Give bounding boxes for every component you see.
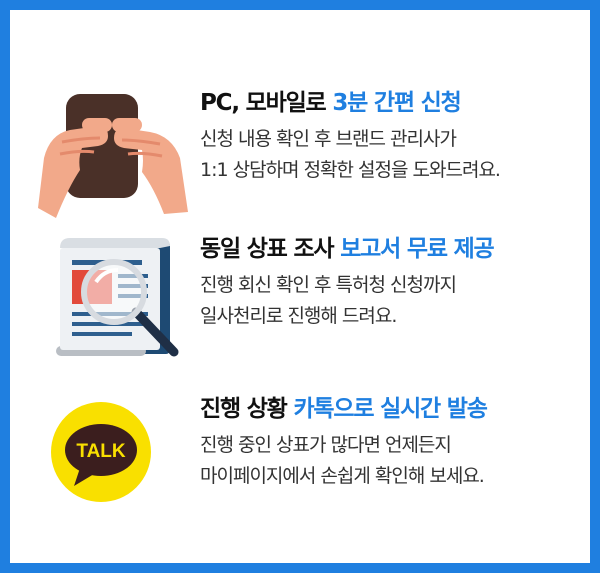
feature-row-mobile-apply: PC, 모바일로 3분 간편 신청 신청 내용 확인 후 브랜드 관리사가 1:… <box>10 88 590 228</box>
feature-title: 동일 상표 조사 보고서 무료 제공 <box>200 234 580 264</box>
description-line: 신청 내용 확인 후 브랜드 관리사가 <box>200 128 457 150</box>
description-line: 진행 회신 확인 후 특허청 신청까지 <box>200 274 457 296</box>
title-plain: 진행 상황 <box>200 396 294 422</box>
document-magnifier-icon <box>38 234 188 364</box>
feature-description: 신청 내용 확인 후 브랜드 관리사가 1:1 상담하며 정확한 설정을 도와드… <box>200 124 580 186</box>
description-line: 1:1 상담하며 정확한 설정을 도와드려요. <box>200 159 501 181</box>
title-plain: 동일 상표 조사 <box>200 236 341 262</box>
feature-description: 진행 회신 확인 후 특허청 신청까지 일사천리로 진행해 드려요. <box>200 270 580 332</box>
feature-title: 진행 상황 카톡으로 실시간 발송 <box>200 394 580 424</box>
feature-row-trademark-report: 동일 상표 조사 보고서 무료 제공 진행 회신 확인 후 특허청 신청까지 일… <box>10 234 590 374</box>
feature-text: PC, 모바일로 3분 간편 신청 신청 내용 확인 후 브랜드 관리사가 1:… <box>200 88 580 186</box>
feature-text: 진행 상황 카톡으로 실시간 발송 진행 중인 상표가 많다면 언제든지 마이페… <box>200 394 580 492</box>
feature-text: 동일 상표 조사 보고서 무료 제공 진행 회신 확인 후 특허청 신청까지 일… <box>200 234 580 332</box>
title-highlight: 보고서 무료 제공 <box>340 236 495 262</box>
description-line: 마이페이지에서 손쉽게 확인해 보세요. <box>200 465 485 487</box>
title-highlight: 카톡으로 실시간 발송 <box>293 396 487 422</box>
kakaotalk-icon: TALK <box>38 394 188 524</box>
hands-holding-phone-icon <box>38 88 188 218</box>
feature-row-kakao-status: TALK 진행 상황 카톡으로 실시간 발송 진행 중인 상표가 많다면 언제든… <box>10 394 590 534</box>
kakao-talk-label: TALK <box>76 441 126 462</box>
description-line: 진행 중인 상표가 많다면 언제든지 <box>200 434 452 456</box>
feature-description: 진행 중인 상표가 많다면 언제든지 마이페이지에서 손쉽게 확인해 보세요. <box>200 430 580 492</box>
feature-title: PC, 모바일로 3분 간편 신청 <box>200 88 580 118</box>
description-line: 일사천리로 진행해 드려요. <box>200 305 397 327</box>
title-plain: PC, 모바일로 <box>200 90 333 116</box>
title-highlight: 3분 간편 신청 <box>332 90 461 116</box>
